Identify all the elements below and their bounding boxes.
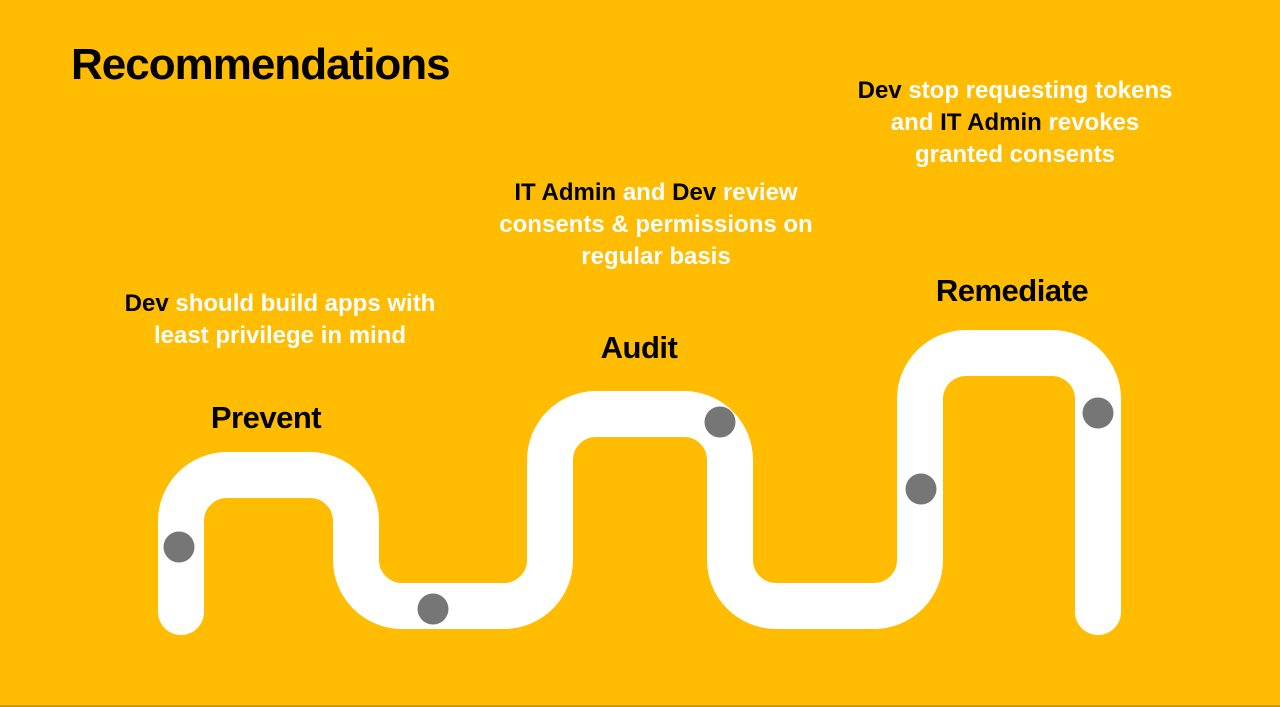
milestone-dot <box>1082 397 1114 429</box>
stage-label-remediate: Remediate <box>935 273 1089 308</box>
stage-label-audit: Audit <box>600 330 678 365</box>
milestone-dot <box>704 406 736 438</box>
slide-title: Recommendations <box>71 40 451 89</box>
stage-label-prevent: Prevent <box>210 400 322 435</box>
road-path <box>158 330 1121 635</box>
slide-bottom-edge <box>0 705 1280 707</box>
milestone-dot <box>163 531 195 563</box>
milestone-dot <box>417 593 449 625</box>
milestone-dot <box>905 473 937 505</box>
